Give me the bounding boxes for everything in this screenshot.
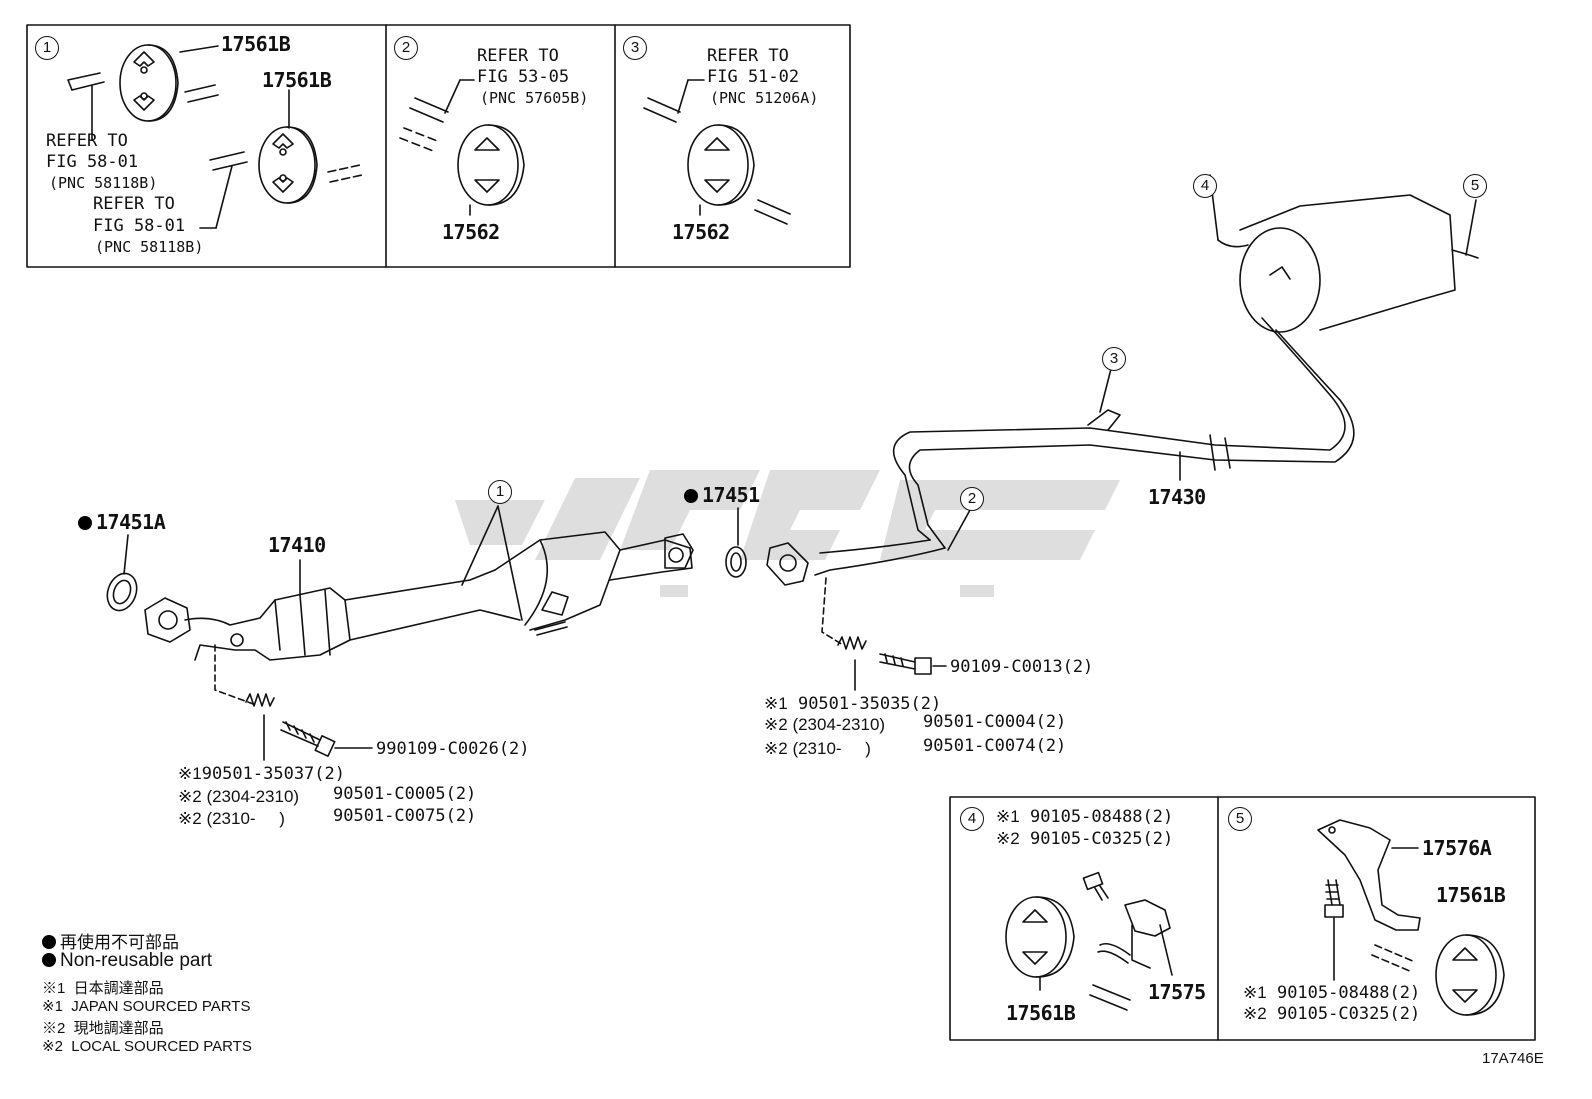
- box2-part: 17562: [442, 220, 500, 244]
- callout-4-main: 4: [1193, 174, 1217, 198]
- label-gasket-center: 17451: [684, 485, 760, 505]
- callout-4-box: 4: [960, 807, 984, 831]
- spring-front: [245, 693, 275, 761]
- box4-bolt-row-2: ※2 90105-C0325(2): [996, 829, 1174, 849]
- inset-box-frame-top: [26, 24, 851, 268]
- non-reusable-dot: [78, 516, 92, 530]
- center-flange: [766, 542, 809, 586]
- spring-center: [837, 636, 867, 691]
- front-pipe-17410: [144, 505, 694, 661]
- box4-part-b: 17575: [1148, 980, 1206, 1004]
- legend-line-1: 再使用不可部品: [42, 928, 179, 953]
- spring-front-row-1: ※190501-35037(2): [178, 764, 345, 784]
- spring-front-row-3: ※2 (2310- ): [178, 809, 285, 828]
- box2-refer-3: (PNC 57605B): [480, 89, 589, 107]
- box3-refer-2: FIG 51-02: [707, 67, 800, 87]
- box1-refer-a-2: FIG 58-01: [46, 152, 139, 172]
- box5-bolt-row-1: ※1 90105-08488(2): [1243, 983, 1421, 1003]
- muffler: [1209, 174, 1479, 333]
- box5-part-b: 17561B: [1436, 883, 1506, 907]
- box2-insulator: [457, 124, 525, 206]
- box2-refer-2: FIG 53-05: [477, 67, 570, 87]
- box5-bracket: [1317, 819, 1421, 931]
- box5-part-a: 17576A: [1422, 836, 1492, 860]
- spring-center-row-3-pn: 90501-C0074(2): [923, 736, 1067, 756]
- label-bolt-center: 90109-C0013(2): [950, 657, 1094, 677]
- legend-dot: [42, 935, 56, 949]
- box5-bolt: [1324, 879, 1344, 981]
- callout-2-box: 2: [394, 36, 418, 60]
- bolt-front: [280, 721, 373, 758]
- box5-insulator: [1435, 934, 1505, 1016]
- label-bolt-front: 990109-C0026(2): [376, 739, 530, 759]
- box4-bracket: [1097, 899, 1173, 976]
- spring-center-row-2: ※2 (2304-2310): [764, 715, 886, 734]
- inset-box-frame-bottom: [949, 796, 1536, 1041]
- box1-refer-a-1: REFER TO: [46, 131, 128, 151]
- box1-refer-b-1: REFER TO: [93, 194, 175, 214]
- gasket-17451: [725, 507, 747, 578]
- legend-line-3: ※1 日本調達部品: [42, 980, 164, 997]
- box3-insulator: [687, 124, 755, 206]
- spring-center-row-2-pn: 90501-C0004(2): [923, 712, 1067, 732]
- box1-insulator-upper: [119, 44, 179, 122]
- spring-center-row-3: ※2 (2310- ): [764, 739, 871, 758]
- label-gasket-front: 17451A: [78, 512, 166, 532]
- box3-refer-1: REFER TO: [707, 46, 789, 66]
- box4-insulator: [1005, 896, 1075, 991]
- box5-bolt-row-2: ※2 90105-C0325(2): [1243, 1004, 1421, 1024]
- box1-part-mid: 17561B: [262, 68, 332, 92]
- callout-2-main: 2: [960, 487, 984, 511]
- box4-bolt: [1082, 871, 1109, 901]
- non-reusable-dot: [684, 489, 698, 503]
- box1-refer-b-3: (PNC 58118B): [95, 238, 204, 256]
- callout-1-main: 1: [488, 480, 512, 504]
- callout-1-box: 1: [35, 36, 59, 60]
- callout-3-main: 3: [1102, 347, 1126, 371]
- box3-part: 17562: [672, 220, 730, 244]
- legend-line-4: ※1 JAPAN SOURCED PARTS: [42, 998, 251, 1015]
- label-tail-pipe: 17430: [1148, 485, 1206, 509]
- box1-insulator-lower: [258, 126, 318, 204]
- legend-line-5: ※2 現地調達部品: [42, 1020, 164, 1037]
- figure-code: 17A746E: [1482, 1050, 1544, 1067]
- bolt-center: [879, 653, 947, 675]
- tail-pipe-17430: [814, 317, 1355, 576]
- spring-front-row-2-pn: 90501-C0005(2): [333, 784, 477, 804]
- box2-refer-1: REFER TO: [477, 46, 559, 66]
- callout-5-main: 5: [1463, 174, 1487, 198]
- box3-refer-3: (PNC 51206A): [710, 89, 819, 107]
- gasket-17451A: [106, 534, 138, 612]
- box4-part-a: 17561B: [1006, 1001, 1076, 1025]
- box1-refer-a-3: (PNC 58118B): [49, 174, 158, 192]
- box4-bolt-row-1: ※1 90105-08488(2): [996, 807, 1174, 827]
- legend-line-6: ※2 LOCAL SOURCED PARTS: [42, 1038, 252, 1055]
- callout-5-box: 5: [1228, 807, 1252, 831]
- legend-dot: [42, 953, 56, 967]
- callout-3-box: 3: [623, 36, 647, 60]
- spring-center-row-1: ※1 90501-35035(2): [764, 694, 942, 714]
- spring-front-row-2: ※2 (2304-2310): [178, 787, 300, 806]
- box1-refer-b-2: FIG 58-01: [93, 216, 186, 236]
- spring-front-row-3-pn: 90501-C0075(2): [333, 806, 477, 826]
- watermark-logo: [455, 470, 1120, 597]
- legend-line-2: Non-reusable part: [42, 950, 212, 972]
- label-front-pipe: 17410: [268, 533, 326, 557]
- box1-part-top: 17561B: [221, 32, 291, 56]
